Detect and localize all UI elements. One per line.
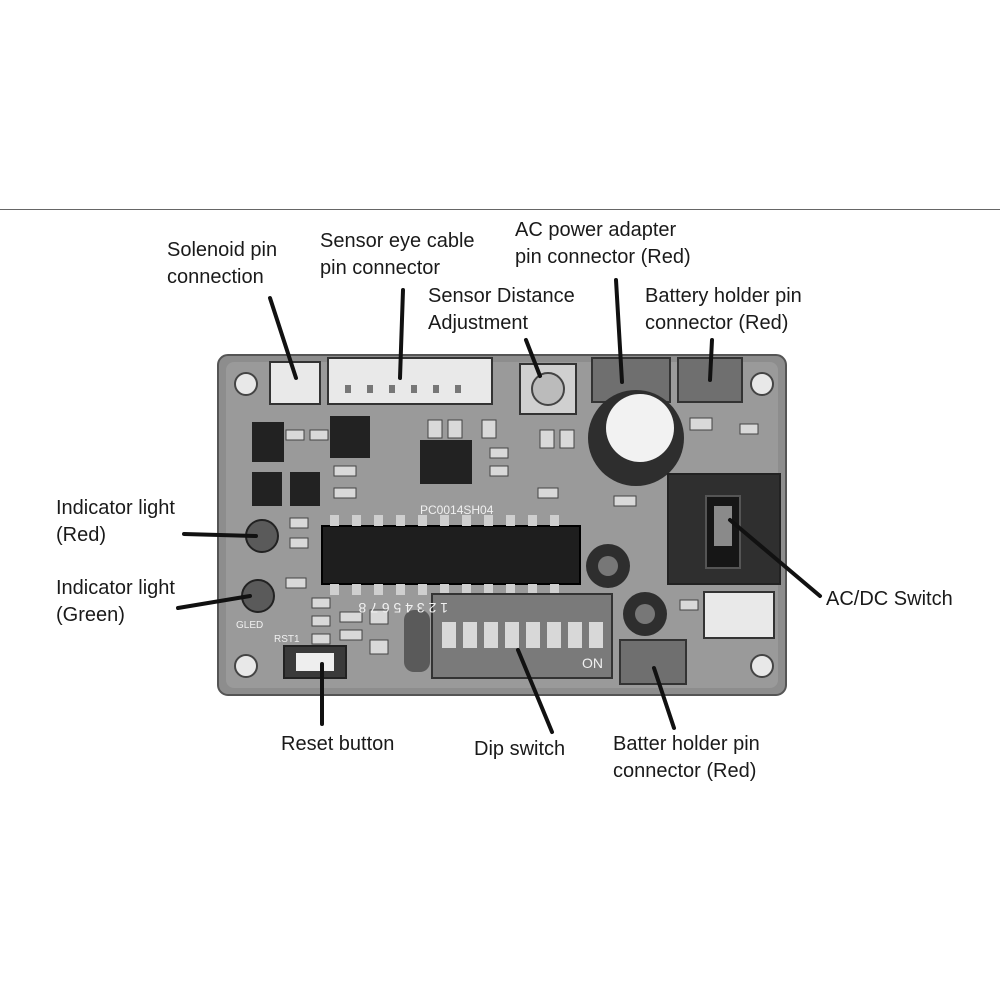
label-solenoid: Solenoid pin connection [167, 239, 278, 288]
transistor [290, 472, 320, 506]
label-reset: Reset button [281, 733, 395, 755]
label-dip: Dip switch [474, 738, 566, 760]
label-battery-bottom: Batter holder pin connector (Red) [613, 733, 760, 782]
sensor-eye-connector [327, 357, 493, 405]
dip-on-marking: ON [582, 655, 603, 671]
transistor [252, 422, 284, 462]
battery-bottom-connector [619, 639, 687, 685]
sensor-eye-pins [345, 385, 461, 393]
mount-hole [234, 372, 258, 396]
inductor [404, 610, 430, 672]
solenoid-leader [268, 296, 298, 380]
acdc-leader [728, 518, 822, 598]
transistor [252, 472, 282, 506]
dip-numbers: 1 2 3 4 5 6 7 8 [358, 600, 448, 616]
dip-switch-levers [442, 622, 603, 648]
side-connector [703, 591, 775, 639]
chip-marking: PC0014SH04 [420, 503, 494, 517]
smd-components [285, 417, 759, 655]
dip-leader [516, 648, 554, 734]
sensor-eye-leader [398, 288, 405, 380]
horizontal-rule [0, 209, 1000, 210]
mount-hole [750, 654, 774, 678]
mount-hole [234, 654, 258, 678]
label-sensor-eye: Sensor eye cable pin connector [320, 230, 475, 279]
label-ac-adapter: AC power adapter pin connector (Red) [515, 219, 691, 268]
sensor-distance-leader [524, 338, 542, 378]
small-ic [330, 416, 370, 458]
label-indicator-green: Indicator light (Green) [56, 577, 175, 626]
label-sensor-distance: Sensor Distance Adjustment [428, 285, 575, 334]
rst-marking: RST1 [274, 634, 300, 645]
ac-adapter-leader [614, 278, 624, 384]
leader-lines [176, 278, 822, 734]
ic-pins [330, 515, 559, 595]
solenoid-connector [269, 361, 321, 405]
small-ic [420, 440, 472, 484]
mount-hole [750, 372, 774, 396]
led-marking: GLED [236, 620, 263, 631]
main-ic [321, 525, 581, 585]
label-indicator-red: Indicator light (Red) [56, 497, 175, 546]
battery-bottom-leader [652, 666, 676, 730]
battery-top-leader [708, 338, 714, 382]
indicator-red-leader [182, 532, 258, 538]
label-acdc-switch: AC/DC Switch [826, 588, 953, 610]
label-battery-top: Battery holder pin connector (Red) [645, 285, 802, 334]
indicator-green-leader [176, 594, 252, 610]
